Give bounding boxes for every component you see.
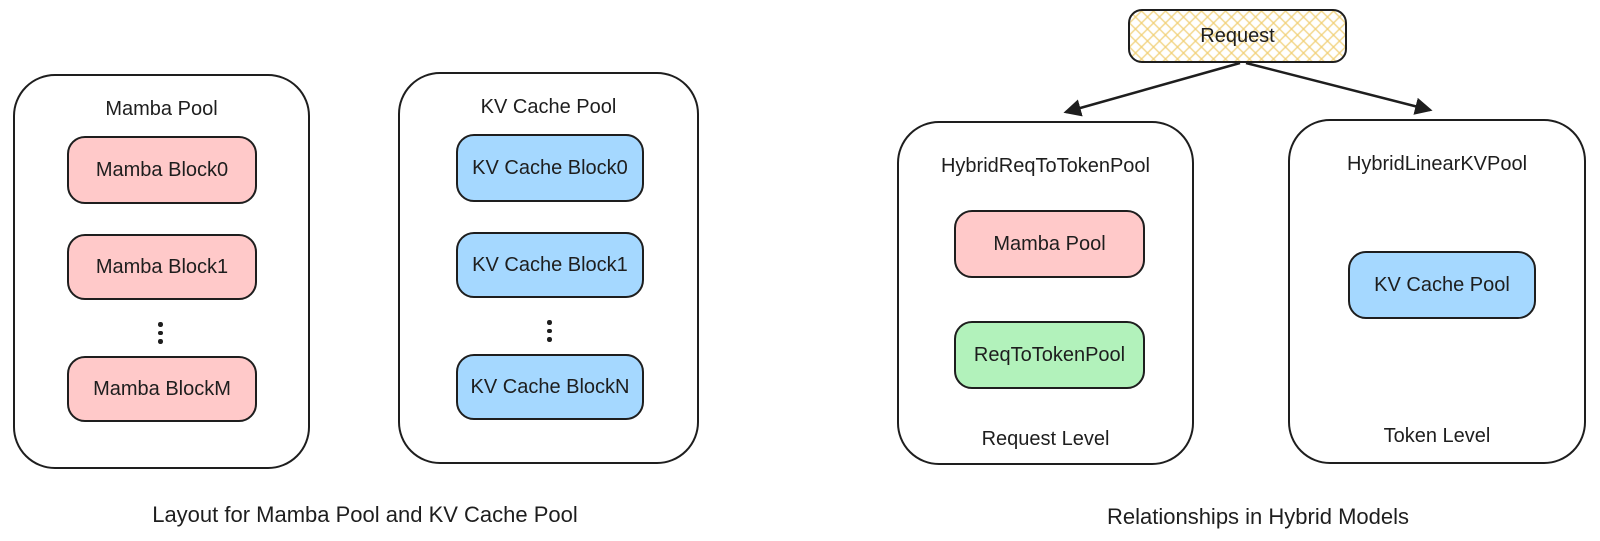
vertical-ellipsis-icon (158, 322, 163, 344)
arrow-request-to-hybridreqtotokenpool (1063, 61, 1241, 117)
req-to-token-pool-block: ReqToTokenPool (954, 321, 1145, 389)
request-label: Request (1200, 24, 1275, 47)
mamba-pool-block-label: Mamba Pool (993, 232, 1106, 255)
arrow-request-to-hybridlinearkvpool (1245, 61, 1433, 115)
kv-cache-blockN-label: KV Cache BlockN (470, 375, 630, 398)
request-level-label: Request Level (981, 428, 1110, 450)
kv-cache-pool-block-label: KV Cache Pool (1374, 273, 1510, 296)
mamba-pool-container: Mamba Pool Mamba Block0 Mamba Block1 Mam… (13, 74, 310, 469)
req-to-token-pool-block-label: ReqToTokenPool (973, 343, 1126, 366)
right-caption: Relationships in Hybrid Models (1106, 504, 1410, 529)
token-level-label: Token Level (1383, 425, 1491, 447)
kv-cache-block0: KV Cache Block0 (456, 134, 644, 202)
kv-cache-pool-block: KV Cache Pool (1348, 251, 1536, 319)
hybrid-linear-kv-pool-container: HybridLinearKVPool KV Cache Pool Token L… (1288, 119, 1586, 464)
hybrid-linear-kv-pool-title: HybridLinearKVPool (1346, 153, 1528, 175)
mamba-block1: Mamba Block1 (67, 234, 257, 300)
kv-cache-block0-label: KV Cache Block0 (472, 156, 628, 179)
kv-cache-block1-label: KV Cache Block1 (472, 253, 628, 276)
hybrid-req-to-token-pool-title: HybridReqToTokenPool (940, 155, 1150, 177)
mamba-block1-label: Mamba Block1 (95, 255, 229, 278)
vertical-ellipsis-icon (547, 320, 552, 342)
mamba-blockM-label: Mamba BlockM (93, 377, 231, 400)
kv-cache-blockN: KV Cache BlockN (456, 354, 644, 420)
hybrid-req-to-token-pool-container: HybridReqToTokenPool Mamba Pool ReqToTok… (897, 121, 1194, 465)
request-box: Request (1128, 9, 1347, 63)
left-caption: Layout for Mamba Pool and KV Cache Pool (152, 502, 578, 527)
mamba-blockM: Mamba BlockM (67, 356, 257, 422)
mamba-pool-title: Mamba Pool (105, 98, 218, 120)
kv-cache-block1: KV Cache Block1 (456, 232, 644, 298)
mamba-pool-block: Mamba Pool (954, 210, 1145, 278)
kv-cache-pool-title: KV Cache Pool (480, 96, 617, 118)
mamba-block0-label: Mamba Block0 (95, 158, 229, 181)
mamba-block0: Mamba Block0 (67, 136, 257, 204)
kv-cache-pool-container: KV Cache Pool KV Cache Block0 KV Cache B… (398, 72, 699, 464)
